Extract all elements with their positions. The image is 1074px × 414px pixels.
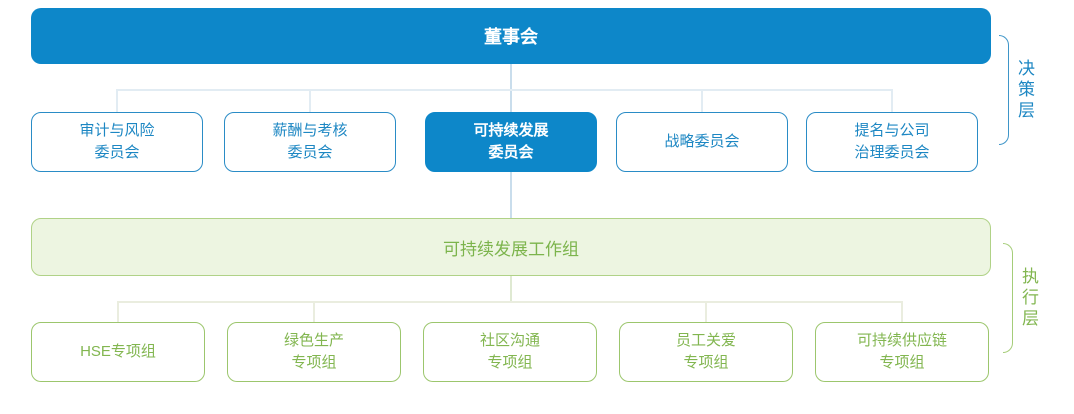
execution-layer-group: 执行层 bbox=[1003, 243, 1038, 353]
connector-committees-horizontal bbox=[117, 89, 892, 91]
connector-stub-taskgroup-1 bbox=[117, 301, 119, 323]
committee-label-line: 可持续发展 bbox=[473, 122, 549, 139]
taskgroup-label-line: 专项组 bbox=[487, 354, 533, 371]
connector-stub-committee-4 bbox=[701, 89, 703, 113]
committee-box-strategy: 战略委员会 bbox=[616, 112, 788, 172]
committee-label-line: 战略委员会 bbox=[664, 133, 740, 150]
connector-board-to-sustainability bbox=[510, 64, 512, 112]
taskgroup-label-line: 社区沟通 bbox=[479, 332, 540, 349]
committee-box-compensation-assessment: 薪酬与考核 委员会 bbox=[224, 112, 396, 172]
taskgroup-box-sustainable-supply-chain: 可持续供应链 专项组 bbox=[815, 322, 989, 382]
working-group-label: 可持续发展工作组 bbox=[443, 239, 579, 259]
committee-box-audit-risk: 审计与风险 委员会 bbox=[31, 112, 203, 172]
taskgroup-box-community-communication: 社区沟通 专项组 bbox=[423, 322, 597, 382]
decision-layer-label: 决策层 bbox=[1015, 58, 1034, 122]
committee-label-line: 薪酬与考核 bbox=[272, 122, 348, 139]
committee-label-line: 委员会 bbox=[287, 144, 333, 161]
taskgroup-box-green-production: 绿色生产 专项组 bbox=[227, 322, 401, 382]
committee-box-sustainable-development: 可持续发展 委员会 bbox=[425, 112, 597, 172]
taskgroup-label-line: 可持续供应链 bbox=[856, 332, 947, 349]
committee-label-line: 治理委员会 bbox=[854, 144, 930, 161]
connector-stub-committee-2 bbox=[309, 89, 311, 113]
committee-label-line: 委员会 bbox=[94, 144, 140, 161]
connector-stub-taskgroup-4 bbox=[705, 301, 707, 323]
taskgroup-label-line: 专项组 bbox=[683, 354, 729, 371]
taskgroup-label-line: HSE专项组 bbox=[80, 343, 156, 360]
connector-stub-taskgroup-2 bbox=[313, 301, 315, 323]
connector-workgroup-down bbox=[510, 276, 512, 302]
taskgroup-label-line: 专项组 bbox=[291, 354, 337, 371]
connector-stub-committee-5 bbox=[891, 89, 893, 113]
committee-box-nomination-governance: 提名与公司 治理委员会 bbox=[806, 112, 978, 172]
connector-sustainability-to-workgroup bbox=[510, 172, 512, 218]
taskgroup-label-line: 员工关爱 bbox=[675, 332, 736, 349]
decision-layer-group: 决策层 bbox=[999, 35, 1034, 145]
connector-stub-taskgroup-5 bbox=[901, 301, 903, 323]
connector-taskgroups-horizontal bbox=[118, 301, 902, 303]
taskgroup-box-employee-care: 员工关爱 专项组 bbox=[619, 322, 793, 382]
board-box: 董事会 bbox=[31, 8, 991, 64]
execution-layer-label: 执行层 bbox=[1019, 266, 1038, 330]
taskgroup-box-hse: HSE专项组 bbox=[31, 322, 205, 382]
board-label: 董事会 bbox=[484, 27, 538, 47]
taskgroup-label-line: 绿色生产 bbox=[283, 332, 344, 349]
committee-label-line: 提名与公司 bbox=[854, 122, 930, 139]
decision-layer-bracket bbox=[999, 35, 1009, 145]
committee-label-line: 委员会 bbox=[488, 144, 534, 161]
committee-label-line: 审计与风险 bbox=[79, 122, 155, 139]
connector-stub-committee-1 bbox=[116, 89, 118, 113]
working-group-box: 可持续发展工作组 bbox=[31, 218, 991, 276]
taskgroup-label-line: 专项组 bbox=[879, 354, 925, 371]
execution-layer-bracket bbox=[1003, 243, 1013, 353]
